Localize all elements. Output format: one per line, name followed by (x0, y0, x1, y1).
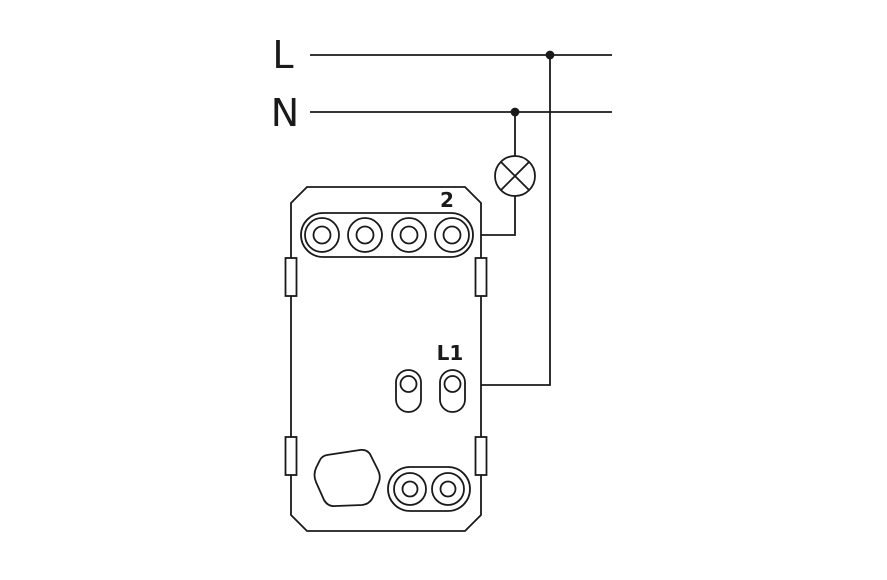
mounting-cam (313, 448, 381, 508)
wire-line-to-terminal-L1 (461, 55, 551, 386)
terminal-l1-label: L1 (437, 341, 464, 365)
mounting-notch-right-bottom (474, 436, 488, 476)
terminal-pair-l1 (395, 369, 466, 413)
mounting-notch-left-bottom (284, 436, 298, 476)
terminal-block-top (300, 212, 474, 258)
mounting-notch-right-top (474, 257, 488, 297)
terminal-2-label: 2 (440, 188, 454, 212)
switch-module-outline (290, 186, 482, 532)
terminal-block-bottom (387, 466, 471, 512)
line-conductor-label: L (272, 33, 293, 77)
neutral-conductor-label: N (271, 91, 299, 135)
lamp-icon (494, 155, 536, 197)
mounting-notch-left-top (284, 257, 298, 297)
